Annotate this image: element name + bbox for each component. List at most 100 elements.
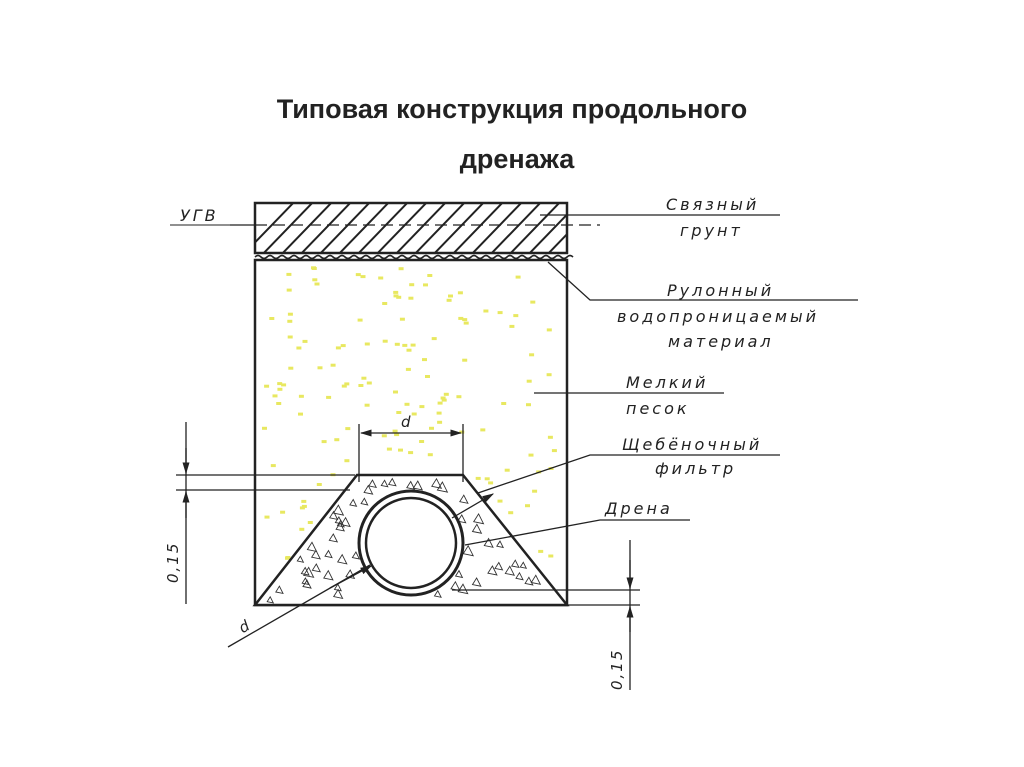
sand-dot [497, 499, 503, 503]
hatch-line [490, 203, 542, 253]
sand-dot [335, 346, 341, 350]
label-fine-sand-1: Мелкий [626, 373, 708, 392]
sand-dot [526, 403, 531, 407]
gravel-mark [324, 549, 333, 559]
gravel-mark [494, 561, 504, 571]
sand-dot [326, 395, 332, 399]
sand-dot [340, 344, 346, 348]
sand-dot [546, 373, 552, 377]
sand-dot [431, 337, 437, 341]
gravel-mark [504, 565, 516, 576]
sand-dot [408, 451, 414, 455]
sand-dot [515, 275, 521, 279]
sand-dot [358, 384, 364, 387]
sand-dot [538, 549, 544, 553]
sand-dot [307, 521, 313, 524]
sand-dot [288, 366, 294, 370]
sand-dot [360, 275, 366, 279]
sand-dot [456, 395, 462, 399]
label-drain: Дрена [604, 499, 673, 518]
sand-dot [262, 426, 267, 430]
sand-dot [280, 510, 286, 514]
sand-dot [287, 335, 293, 339]
hatch-line [338, 203, 390, 253]
diagram-title: Типовая конструкция продольного дренажа [0, 84, 1024, 184]
sand-dot [301, 499, 307, 503]
gravel-mark [459, 494, 469, 504]
gravel-mark [471, 523, 483, 534]
sand-dot [410, 343, 416, 347]
label-gravel-filter-1: Щебёночный [622, 435, 762, 454]
hatch-line [357, 203, 409, 253]
sand-dot [409, 283, 415, 287]
label-cohesive-soil-1: Связный [666, 195, 759, 214]
sand-dot [508, 511, 514, 515]
gravel-mark [457, 583, 469, 595]
sand-dot [429, 426, 434, 430]
sand-dot [427, 274, 433, 277]
sand-dot [344, 459, 350, 463]
sand-dot [287, 312, 293, 316]
sand-dot [405, 367, 411, 371]
hatch-line [528, 213, 567, 253]
hatch-line [376, 203, 428, 253]
gravel-mark [524, 576, 534, 586]
sand-dot [529, 353, 535, 357]
sand-dot [443, 392, 449, 396]
sand-dot [402, 343, 408, 347]
sand-dot [286, 288, 292, 292]
sand-dot [301, 504, 307, 508]
sand-dot [277, 382, 283, 386]
sand-dot [427, 453, 433, 457]
label-rolled-material-2: водопроницаемый [617, 307, 819, 326]
gravel-mark [368, 479, 378, 489]
sand-dot [345, 427, 351, 431]
sand-dot [330, 363, 336, 367]
gravel-mark [406, 480, 416, 490]
sand-dot [419, 405, 425, 409]
sand-dot [364, 403, 370, 407]
sand-dot [436, 411, 442, 415]
sand-dot [411, 412, 417, 416]
hatch-line [281, 203, 333, 253]
sand-dot [393, 294, 399, 298]
gravel-mark [387, 477, 397, 487]
leader-lines [464, 214, 858, 546]
sand-dot [316, 483, 322, 486]
gravel-mark [519, 561, 528, 569]
sand-dot [364, 342, 370, 346]
gravel-mark [510, 559, 520, 569]
sand-dot [302, 339, 308, 343]
sand-dot [394, 342, 400, 346]
gravel-mark [335, 521, 346, 532]
gravel-mark [487, 565, 498, 576]
gravel-mark [454, 569, 464, 579]
hatch-line [601, 198, 659, 258]
dimension-top-d [358, 424, 464, 482]
dim-left-015-label: 0,15 [164, 542, 182, 583]
hatch-line [395, 203, 447, 253]
sand-dot [264, 515, 270, 519]
sand-dot [393, 390, 398, 394]
hatch-line [255, 203, 295, 244]
sand-dot [311, 267, 317, 270]
sand-dot [441, 398, 447, 402]
sand-dot [513, 314, 519, 318]
sand-dot [341, 384, 347, 388]
sand-dot [314, 282, 320, 286]
sand-dot [321, 440, 327, 444]
sand-dot [437, 401, 443, 405]
sand-dot [419, 440, 425, 443]
title-line-1: Типовая конструкция продольного [276, 94, 748, 124]
sand-dot [509, 324, 515, 328]
sand-dot [393, 290, 399, 294]
sand-dot [361, 376, 367, 380]
sand-dot [526, 379, 532, 383]
sand-dot [440, 396, 446, 400]
ugv-label: УГВ [180, 206, 219, 225]
label-fine-sand-2: песок [626, 399, 690, 418]
leader-rolled-material [547, 261, 858, 301]
sand-dot [382, 339, 388, 343]
sand-dot [298, 394, 304, 398]
sand-dot [532, 489, 538, 493]
